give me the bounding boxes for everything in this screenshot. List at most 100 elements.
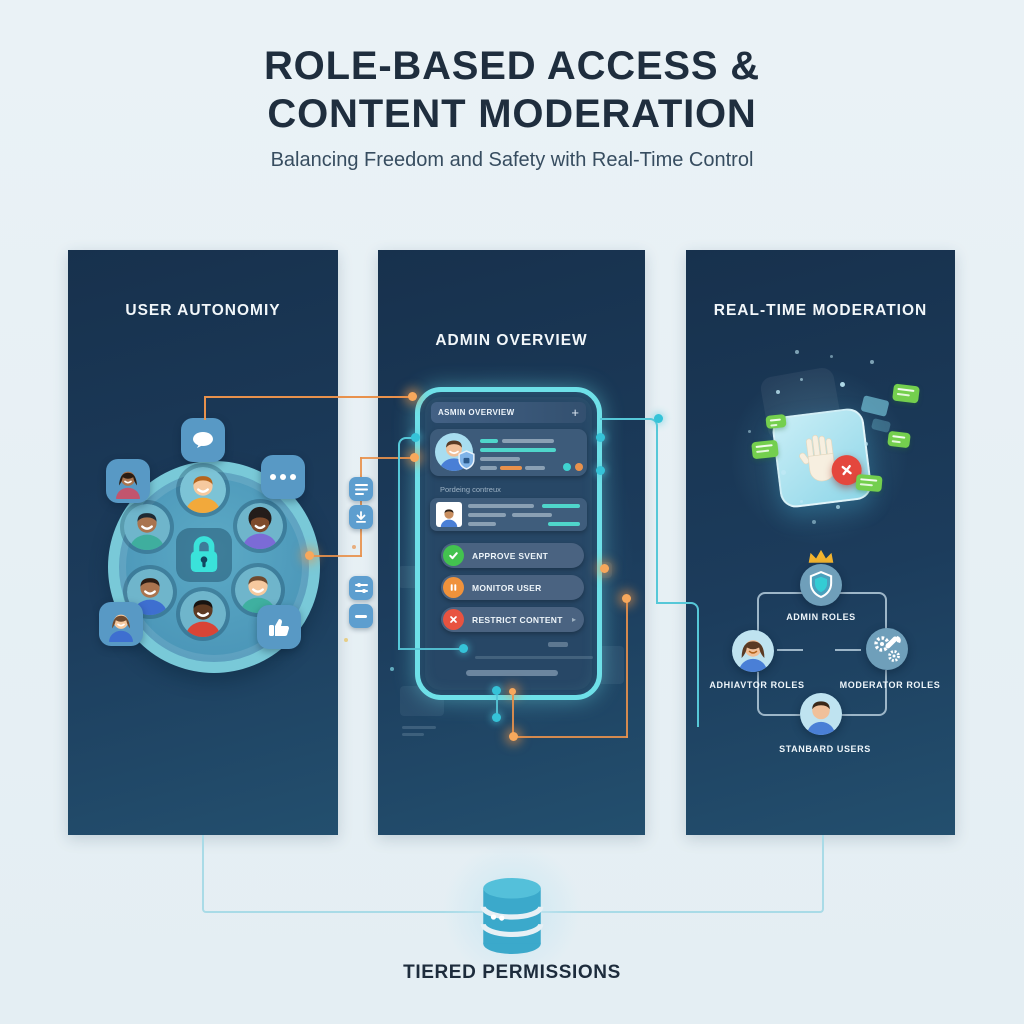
panel-title-user-autonomy: USER AUTONOMIY xyxy=(125,302,281,319)
page-subtitle: Balancing Freedom and Safety with Real-T… xyxy=(270,149,754,171)
man-avatar xyxy=(180,591,226,637)
crown-icon xyxy=(808,549,834,563)
man-avatar xyxy=(440,509,458,527)
connector xyxy=(600,418,658,604)
connector xyxy=(398,648,462,650)
text-line xyxy=(512,513,552,517)
stop-hand-icon xyxy=(799,434,836,482)
man-avatar xyxy=(180,467,226,513)
member-tile xyxy=(106,459,150,503)
button-label: RESTRICT CONTENT xyxy=(472,614,563,625)
page-title-line1: ROLE-BASED ACCESS & xyxy=(264,44,760,88)
panel-realtime-moderation: REAL-TIME MODERATION xyxy=(686,250,955,835)
download-tile xyxy=(349,505,373,529)
avatar xyxy=(176,463,230,517)
ghost-line xyxy=(548,642,568,647)
status-dot-teal xyxy=(563,463,571,471)
ghost-line xyxy=(402,733,424,736)
message-bubble-icon xyxy=(855,473,883,493)
connector xyxy=(512,692,514,738)
panel-title-admin-overview: ADMIN OVERVIEW xyxy=(435,332,588,349)
text-line xyxy=(502,439,554,443)
status-dot-orange xyxy=(575,463,583,471)
node-dot xyxy=(459,644,468,653)
connector xyxy=(777,649,803,651)
sparkle-dot xyxy=(748,430,751,433)
member-tile xyxy=(99,602,143,646)
connector xyxy=(835,649,861,651)
minus-icon xyxy=(355,614,367,618)
ellipsis-icon xyxy=(270,474,296,480)
text-line xyxy=(500,466,522,470)
role-label-adhiavtor: ADHIAVTOR ROLES xyxy=(709,680,805,690)
person-avatar xyxy=(235,567,281,613)
lock-plate xyxy=(176,528,232,582)
database-icon xyxy=(480,878,544,954)
message-bubble-icon xyxy=(765,413,787,430)
role-label-admin: ADMIN ROLES xyxy=(786,612,856,622)
standard-user-node xyxy=(800,693,842,735)
text-line xyxy=(468,522,496,526)
pending-item-card xyxy=(430,498,587,531)
list-icon xyxy=(354,483,368,495)
sparkle-dot xyxy=(864,442,868,446)
adhiavtor-role-node xyxy=(732,630,774,672)
tools-icon xyxy=(874,636,901,662)
sparkle-dot xyxy=(800,378,803,381)
role-label-moderator: MODERATOR ROLES xyxy=(839,680,941,690)
text-line xyxy=(468,513,506,517)
woman-avatar xyxy=(732,630,774,672)
sparkle-dot xyxy=(840,382,845,387)
ellipsis-tile xyxy=(261,455,305,499)
text-line xyxy=(468,504,534,508)
avatar xyxy=(233,499,287,553)
sparkle-dot xyxy=(795,350,799,354)
sparkle-dot xyxy=(870,360,874,364)
pause-icon xyxy=(443,577,464,598)
text-line xyxy=(480,466,497,470)
add-button[interactable]: + xyxy=(571,405,579,420)
panel-admin-overview: ADMIN OVERVIEW ASMIN OVERVIEW + xyxy=(378,250,645,835)
avatar xyxy=(120,500,174,554)
girl-avatar xyxy=(109,614,133,642)
man-avatar xyxy=(237,503,283,549)
connector xyxy=(512,736,628,738)
sliders-tile xyxy=(349,576,373,600)
ghost-line xyxy=(402,726,436,729)
monitor-user-button[interactable]: MONITOR USER xyxy=(441,575,584,600)
connector xyxy=(840,592,887,630)
approve-event-button[interactable]: APPROVE SVENT xyxy=(441,543,584,568)
ghost-line xyxy=(475,656,593,659)
text-line xyxy=(480,448,556,452)
admin-user-card xyxy=(430,429,587,476)
role-label-standard: STANBARD USERS xyxy=(779,744,871,754)
node-dot xyxy=(492,686,501,695)
list-tile xyxy=(349,477,373,501)
node-dot xyxy=(305,551,314,560)
sparkle-dot xyxy=(830,355,833,358)
speech-bubble-icon xyxy=(193,432,213,448)
button-label: APPROVE SVENT xyxy=(472,550,549,561)
pending-content-label: Pordeing contreux xyxy=(440,485,501,494)
phone-mockup: ASMIN OVERVIEW + Pordeing contreux xyxy=(415,387,602,700)
connector xyxy=(360,457,415,459)
connector xyxy=(496,690,498,718)
x-icon xyxy=(841,464,852,476)
shield-badge-icon xyxy=(458,450,475,470)
sparkle-dot xyxy=(781,470,786,475)
text-line xyxy=(525,466,545,470)
node-dot xyxy=(654,414,663,423)
arrow-down-icon xyxy=(356,511,366,523)
message-bubble-icon xyxy=(751,439,779,460)
message-bubble-icon xyxy=(892,383,920,404)
sparkle-dot xyxy=(836,505,840,509)
text-line xyxy=(480,457,520,461)
speech-bubble-tile xyxy=(181,418,225,462)
connector xyxy=(658,602,699,727)
user-photo xyxy=(436,502,462,527)
check-icon xyxy=(443,545,464,566)
admin-role-node xyxy=(800,564,842,606)
restrict-content-button[interactable]: RESTRICT CONTENT ▸ xyxy=(441,607,584,632)
node-dot xyxy=(596,433,605,442)
